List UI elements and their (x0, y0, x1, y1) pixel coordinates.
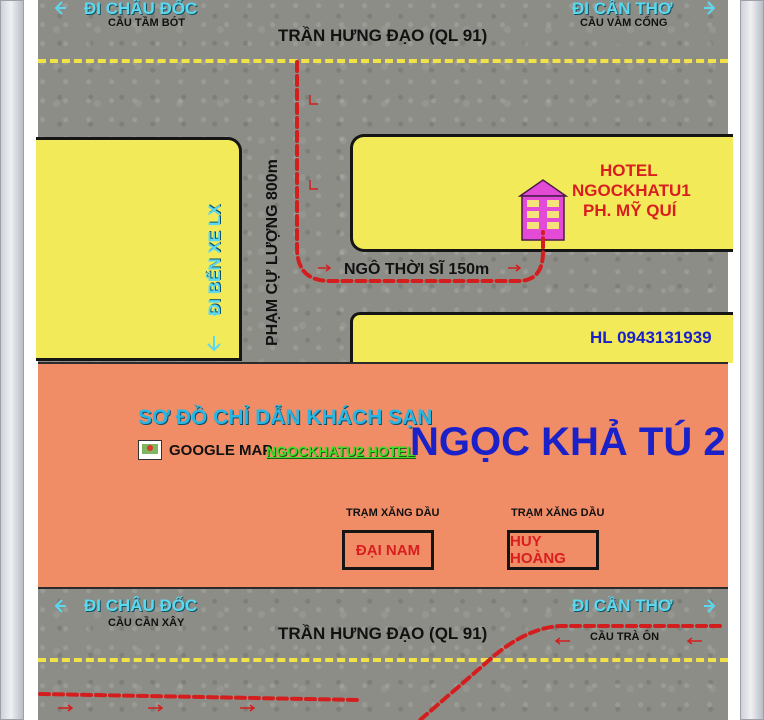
city-block-lower (350, 312, 733, 363)
arrow-left-icon (686, 637, 702, 645)
frame-left (0, 0, 24, 720)
google-map-icon (138, 440, 162, 460)
street-ngo-thoi-si: NGÔ THỜI SĨ 150m (344, 261, 490, 278)
bottom-direction-can-tho: ĐI CẦN THƠ (572, 596, 673, 615)
route-bottom-left-segment (38, 692, 362, 702)
arrow-left-icon (54, 599, 66, 613)
station-name-huy-hoang: HUY HOÀNG (510, 533, 566, 567)
gas-station-huy-hoang: HUY HOÀNG (507, 530, 599, 570)
bottom-road-name: TRẦN HƯNG ĐẠO (QL 91) (278, 624, 488, 643)
bottom-bridge-right: CẦU TRÀ ÔN (590, 631, 660, 643)
lane-marking-top (38, 59, 728, 63)
arrow-right-icon (704, 599, 716, 613)
hotel-search-link[interactable]: NGOCKHATU2 HOTEL (266, 443, 416, 459)
route-bottom-segment (418, 624, 722, 720)
top-bridge-right: CẦU VÀM CỐNG (580, 17, 668, 29)
arrow-left-icon (554, 637, 570, 645)
arrow-right-icon (318, 264, 332, 272)
arrow-right-icon (148, 704, 164, 712)
arrow-down-icon (207, 336, 221, 352)
arrow-right-icon (58, 704, 74, 712)
hotline-label: HL 0943131939 (590, 328, 712, 347)
hotel-label-line3: PH. MỸ QUÍ (583, 201, 677, 220)
bottom-direction-chau-doc: ĐI CHÂU ĐỐC (84, 596, 198, 615)
arrow-down-icon (309, 180, 318, 190)
top-direction-can-tho: ĐI CẦN THƠ (572, 0, 673, 18)
hotel-label-line1: HOTEL (600, 161, 658, 180)
google-map-label: GOOGLE MAP (169, 442, 273, 459)
frame-right (740, 0, 764, 720)
top-road-name: TRẦN HƯNG ĐẠO (QL 91) (278, 26, 488, 45)
arrow-left-icon (54, 1, 66, 15)
hotel-label-line2: NGOCKHATU1 (572, 181, 691, 200)
arrow-right-icon (508, 264, 522, 272)
arrow-right-icon (240, 704, 256, 712)
arrow-right-icon (704, 1, 716, 15)
top-direction-chau-doc: ĐI CHÂU ĐỐC (84, 0, 198, 18)
top-bridge-left: CẦU TẦM BÓT (108, 17, 185, 29)
banner-title: NGỌC KHẢ TÚ 2 (410, 420, 726, 464)
info-band (38, 362, 728, 589)
station-caption-dai-nam: TRẠM XĂNG DẦU (346, 507, 440, 519)
route-top-segment (295, 60, 545, 283)
banner-subtitle: SƠ ĐỒ CHỈ DẪN KHÁCH SẠN (138, 406, 433, 429)
arrow-down-icon (309, 95, 318, 105)
station-caption-huy-hoang: TRẠM XĂNG DẦU (511, 507, 605, 519)
bottom-bridge-left: CẦU CẦN XÂY (108, 617, 185, 629)
lane-marking-bottom (38, 658, 728, 662)
station-name-dai-nam: ĐẠI NAM (355, 541, 421, 559)
gas-station-dai-nam: ĐẠI NAM (342, 530, 434, 570)
city-block-left (36, 137, 242, 361)
